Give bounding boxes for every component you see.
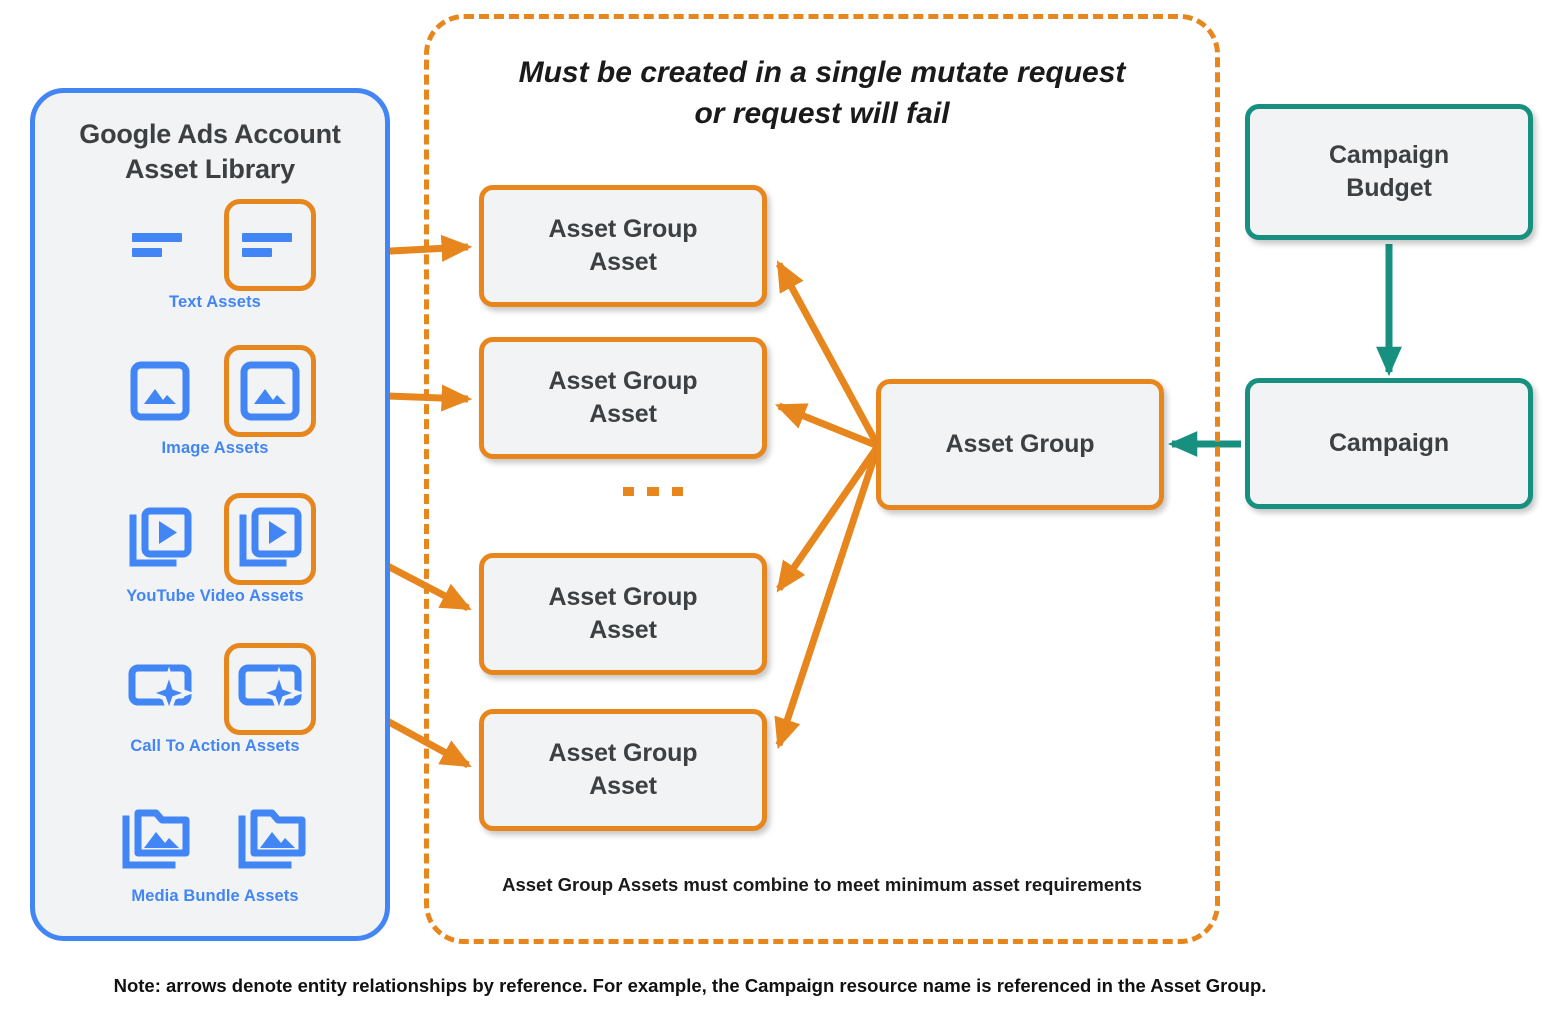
asset-group-asset-label-line1: Asset Group <box>548 583 698 611</box>
library-item-media-bundle-assets[interactable]: Media Bundle Assets <box>35 785 395 933</box>
asset-group-asset-label: Asset Group Asset <box>549 365 698 431</box>
campaign-budget-node[interactable]: Campaign Budget <box>1245 104 1533 240</box>
call-to-action-asset-icon-selected[interactable] <box>224 643 316 735</box>
youtube-video-asset-icon <box>114 493 206 585</box>
asset-group-label: Asset Group <box>945 430 1095 458</box>
asset-group-asset-label-line2: Asset <box>589 772 657 800</box>
asset-library-panel: Google Ads Account Asset Library <box>30 88 390 941</box>
asset-group-asset-label: Asset Group Asset <box>549 737 698 803</box>
asset-group-asset-label-line1: Asset Group <box>548 215 698 243</box>
ellipsis-indicator <box>623 487 683 496</box>
ellipsis-dot <box>647 487 659 496</box>
library-item-label: Call To Action Assets <box>130 737 300 755</box>
library-item-call-to-action-assets[interactable]: Call To Action Assets <box>35 635 395 783</box>
call-to-action-asset-icon <box>114 643 206 735</box>
text-asset-icon <box>114 199 206 291</box>
youtube-video-asset-icon-selected[interactable] <box>224 493 316 585</box>
library-item-label: Media Bundle Assets <box>131 887 299 905</box>
mutate-request-footnote: Asset Group Assets must combine to meet … <box>502 874 1142 895</box>
asset-group-asset-label-line2: Asset <box>589 616 657 644</box>
asset-group-asset-label: Asset Group Asset <box>549 581 698 647</box>
library-item-text-assets[interactable]: Text Assets <box>35 191 395 339</box>
asset-group-asset-node-1[interactable]: Asset Group Asset <box>479 185 767 307</box>
asset-group-asset-node-3[interactable]: Asset Group Asset <box>479 553 767 675</box>
library-item-label: Image Assets <box>161 439 269 457</box>
campaign-node[interactable]: Campaign <box>1245 378 1533 509</box>
media-bundle-asset-icon <box>111 793 203 885</box>
asset-group-asset-node-2[interactable]: Asset Group Asset <box>479 337 767 459</box>
library-item-image-assets[interactable]: Image Assets <box>35 337 395 485</box>
text-asset-icon-selected[interactable] <box>224 199 316 291</box>
image-asset-icon-selected[interactable] <box>224 345 316 437</box>
asset-group-asset-label-line1: Asset Group <box>548 739 698 767</box>
footer-note: Note: arrows denote entity relationships… <box>113 975 1267 996</box>
campaign-budget-label-line2: Budget <box>1346 174 1432 202</box>
media-bundle-asset-icon-2 <box>227 793 319 885</box>
campaign-label: Campaign <box>1328 429 1450 457</box>
asset-group-node[interactable]: Asset Group <box>876 379 1164 510</box>
image-asset-icon <box>114 345 206 437</box>
asset-group-asset-node-4[interactable]: Asset Group Asset <box>479 709 767 831</box>
asset-library-title: Google Ads Account Asset Library <box>35 117 385 186</box>
asset-group-asset-label-line2: Asset <box>589 248 657 276</box>
mutate-request-title: Must be created in a single mutate reque… <box>440 52 1204 135</box>
library-item-label: Text Assets <box>169 293 261 311</box>
asset-group-asset-label-line2: Asset <box>589 400 657 428</box>
asset-group-asset-label-line1: Asset Group <box>548 367 698 395</box>
ellipsis-dot <box>671 487 683 496</box>
library-item-youtube-video-assets[interactable]: YouTube Video Assets <box>35 485 395 633</box>
asset-library-title-line1: Google Ads Account <box>79 119 341 149</box>
campaign-budget-label: Campaign Budget <box>1329 139 1449 205</box>
ellipsis-dot <box>623 487 635 496</box>
campaign-budget-label-line1: Campaign <box>1328 141 1450 169</box>
mutate-request-title-line1: Must be created in a single mutate reque… <box>518 56 1126 89</box>
single-mutate-request-container <box>424 14 1220 944</box>
library-item-label: YouTube Video Assets <box>126 587 304 605</box>
asset-group-asset-label: Asset Group Asset <box>549 213 698 279</box>
asset-library-title-line2: Asset Library <box>125 153 295 184</box>
mutate-request-title-line2: or request will fail <box>694 97 950 131</box>
